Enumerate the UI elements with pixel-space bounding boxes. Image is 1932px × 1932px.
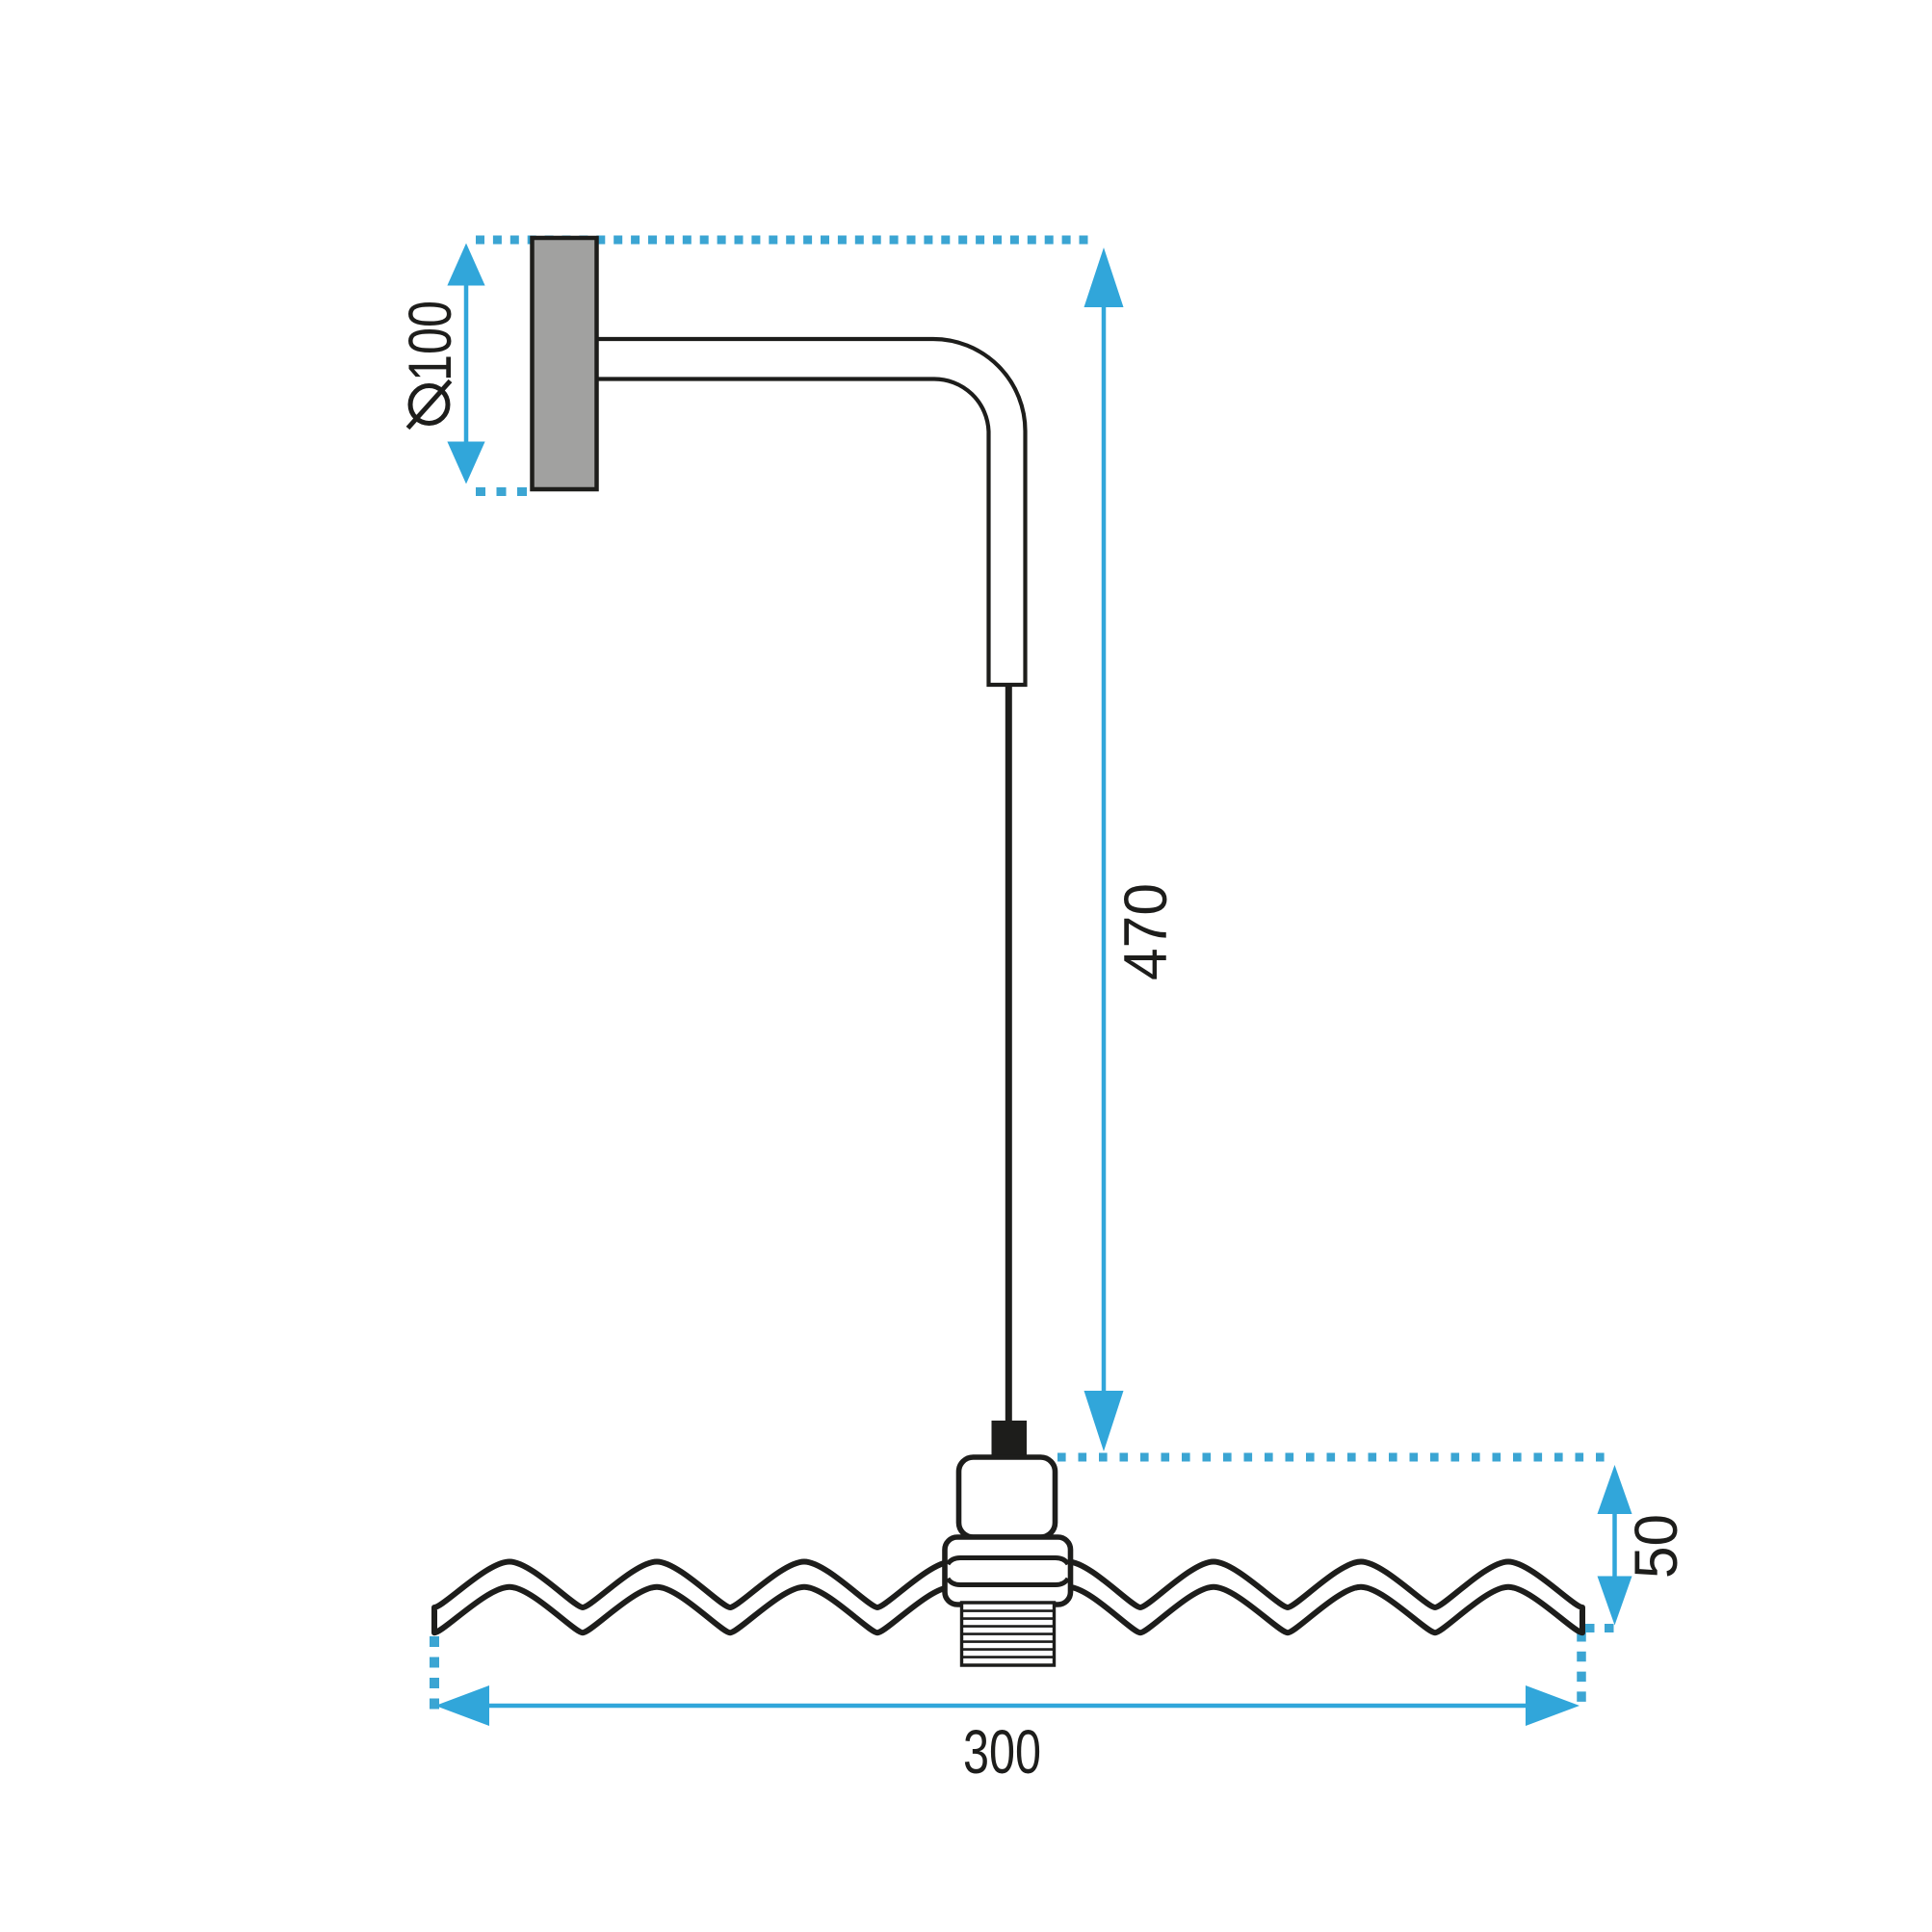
svg-text:50: 50 (1623, 1514, 1690, 1579)
svg-text:300: 300 (963, 1717, 1041, 1787)
svg-text:100: 100 (397, 300, 464, 381)
svg-text:470: 470 (1112, 883, 1180, 980)
